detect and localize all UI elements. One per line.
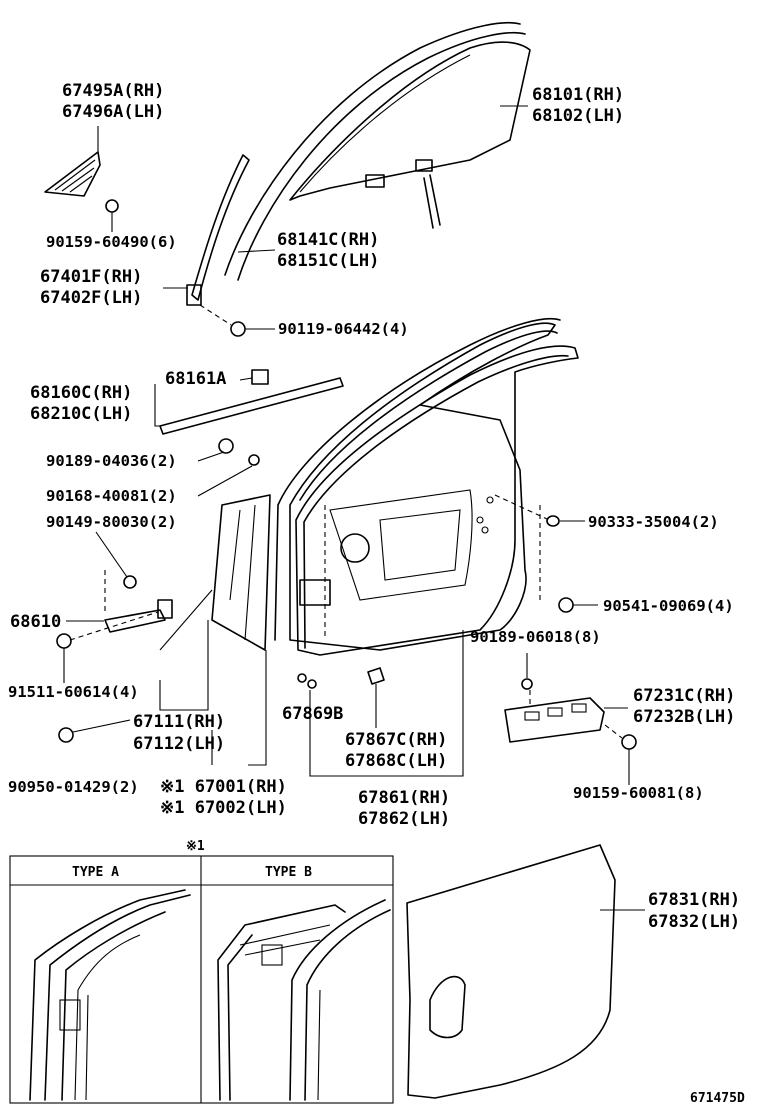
hinge-plate <box>504 678 637 750</box>
label-67496A: 67496A(LH) <box>62 102 164 122</box>
label-68141C: 68141C(RH) <box>277 230 379 250</box>
label-68610: 68610 <box>10 612 61 632</box>
type-box <box>9 855 394 1104</box>
bolt-90119 <box>199 304 246 337</box>
label-90189-04036: 90189-04036(2) <box>46 452 177 470</box>
type-b-header: TYPE B <box>265 865 312 880</box>
label-90541-09069: 90541-09069(4) <box>603 597 734 615</box>
label-90168-40081: 90168-40081(2) <box>46 487 177 505</box>
clip-67867C <box>367 667 385 728</box>
door-weatherstrip <box>295 345 579 656</box>
label-67231C: 67231C(RH) <box>633 686 735 706</box>
label-67401F: 67401F(RH) <box>40 267 142 287</box>
label-67402F: 67402F(LH) <box>40 288 142 308</box>
label-91511-60614: 91511-60614(4) <box>8 683 139 701</box>
front-door-panel <box>211 317 561 651</box>
label-68160C: 68160C(RH) <box>30 383 132 403</box>
label-90149-80030: 90149-80030(2) <box>46 513 177 531</box>
corner-molding <box>44 151 119 213</box>
glass-run <box>224 21 526 281</box>
clip-90189 <box>218 438 260 466</box>
belt-weatherstrip <box>159 369 344 435</box>
figure-id: 671475D <box>690 1091 745 1106</box>
cushion-90541 <box>558 597 574 613</box>
label-67862: 67862(LH) <box>358 809 450 829</box>
part-labels: 67495A(RH) 67496A(LH) 90159-60490(6) 681… <box>8 81 745 1106</box>
label-90189-06018: 90189-06018(8) <box>470 628 601 646</box>
label-67869B: 67869B <box>282 704 343 724</box>
label-68210C: 68210C(LH) <box>30 404 132 424</box>
label-90159-60081: 90159-60081(8) <box>573 784 704 802</box>
label-68151C: 68151C(LH) <box>277 251 379 271</box>
type-a-header: TYPE A <box>72 865 119 880</box>
label-67868C: 67868C(LH) <box>345 751 447 771</box>
division-bar <box>186 154 250 306</box>
label-67002: ※1 67002(LH) <box>160 798 287 818</box>
label-67495A: 67495A(RH) <box>62 81 164 101</box>
label-67832: 67832(LH) <box>648 912 740 932</box>
door-check <box>56 570 173 649</box>
label-90950-01429: 90950-01429(2) <box>8 778 139 796</box>
label-67861: 67861(RH) <box>358 788 450 808</box>
note-marker: ※1 <box>186 839 205 854</box>
label-67111: 67111(RH) <box>133 712 225 732</box>
plug-90333 <box>494 494 560 527</box>
label-67232B: 67232B(LH) <box>633 707 735 727</box>
label-68102: 68102(LH) <box>532 106 624 126</box>
label-68101: 68101(RH) <box>532 85 624 105</box>
label-90333-35004: 90333-35004(2) <box>588 513 719 531</box>
clip-67869B <box>297 673 317 689</box>
label-90119-06442: 90119-06442(4) <box>278 320 409 338</box>
leader-lines <box>63 105 645 911</box>
door-glass <box>289 41 531 201</box>
label-67831: 67831(RH) <box>648 890 740 910</box>
clip-90950 <box>58 727 74 743</box>
label-90159-60490: 90159-60490(6) <box>46 233 177 251</box>
label-67867C: 67867C(RH) <box>345 730 447 750</box>
door-trim-panel <box>406 844 616 1099</box>
label-67001: ※1 67001(RH) <box>160 777 287 797</box>
label-68161A: 68161A <box>165 369 226 389</box>
label-67112: 67112(LH) <box>133 734 225 754</box>
